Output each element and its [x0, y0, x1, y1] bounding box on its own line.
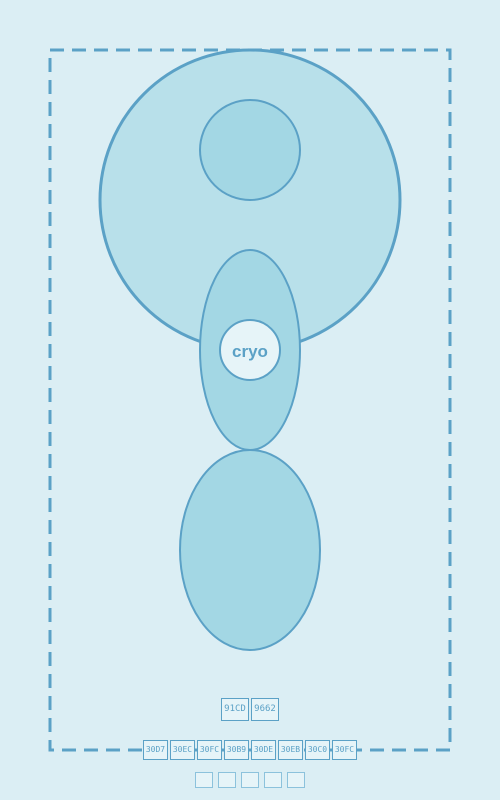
- caption-footer: [0, 772, 500, 788]
- subtitle-glyph: 30FC: [197, 740, 222, 760]
- inner-circle: [199, 99, 301, 201]
- subtitle-glyph: 30D7: [143, 740, 168, 760]
- lower-ellipse: [179, 449, 321, 651]
- subtitle-glyph: 30FC: [332, 740, 357, 760]
- footer-glyph: [241, 772, 259, 788]
- subtitle-glyph: 30B9: [224, 740, 249, 760]
- subtitle-glyph: 30EB: [278, 740, 303, 760]
- subtitle-glyph: 30EC: [170, 740, 195, 760]
- footer-glyph: [287, 772, 305, 788]
- footer-glyph: [195, 772, 213, 788]
- center-label: cryo: [232, 342, 268, 361]
- footer-glyph: [218, 772, 236, 788]
- footer-glyph: [264, 772, 282, 788]
- title-glyph: 91CD: [221, 698, 249, 721]
- subtitle-glyph: 30DE: [251, 740, 276, 760]
- label-circle: [219, 319, 281, 381]
- subtitle-glyph: 30C0: [305, 740, 330, 760]
- title-glyph: 9662: [251, 698, 279, 721]
